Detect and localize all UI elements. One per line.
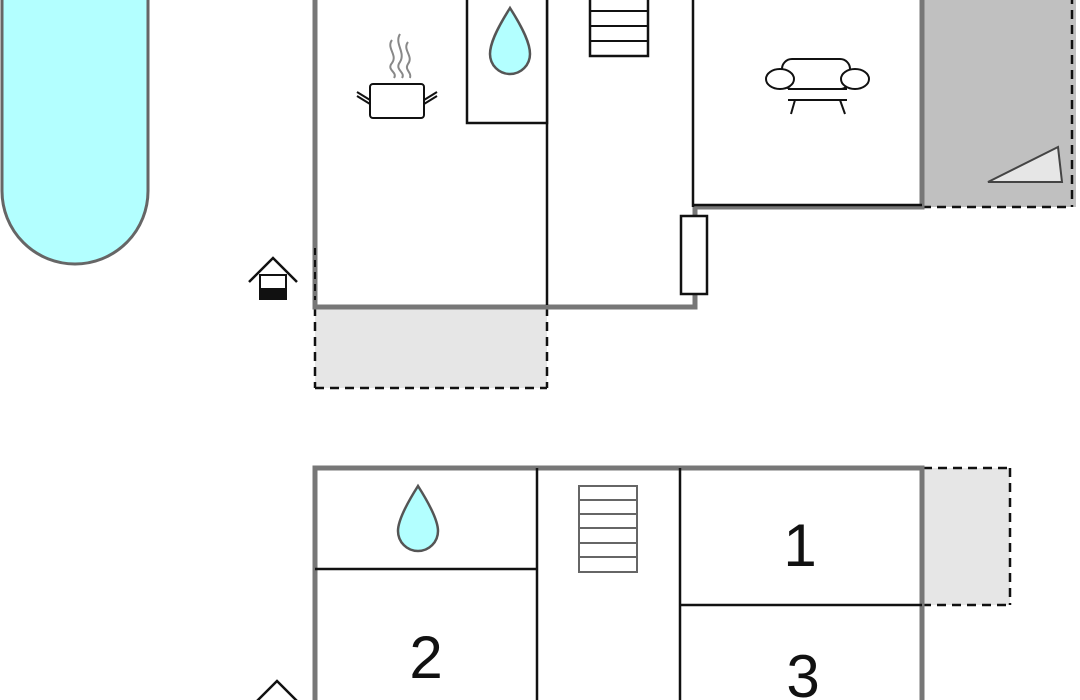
carport	[922, 0, 1076, 209]
water-drop-icon	[396, 483, 440, 553]
terrace	[313, 307, 549, 390]
upper-floor: 1 2 3	[256, 465, 1012, 700]
room-number-2: 2	[409, 624, 442, 691]
pool-icon	[0, 0, 150, 266]
stairs-icon	[588, 0, 650, 58]
stairs-icon	[578, 485, 638, 573]
water-drop-icon	[488, 5, 532, 76]
balcony	[908, 466, 1012, 607]
room-number-1: 1	[783, 512, 816, 579]
ground-floor	[0, 0, 1076, 390]
sofa-icon	[765, 58, 870, 115]
entrance-house-icon	[248, 256, 298, 300]
room-number-3: 3	[786, 643, 819, 700]
entrance-house-icon	[256, 679, 298, 700]
kitchen-pot-icon	[356, 33, 438, 119]
carport-triangle-icon	[987, 145, 1064, 183]
door-element	[679, 214, 709, 296]
upper-outer-wall	[312, 465, 925, 700]
